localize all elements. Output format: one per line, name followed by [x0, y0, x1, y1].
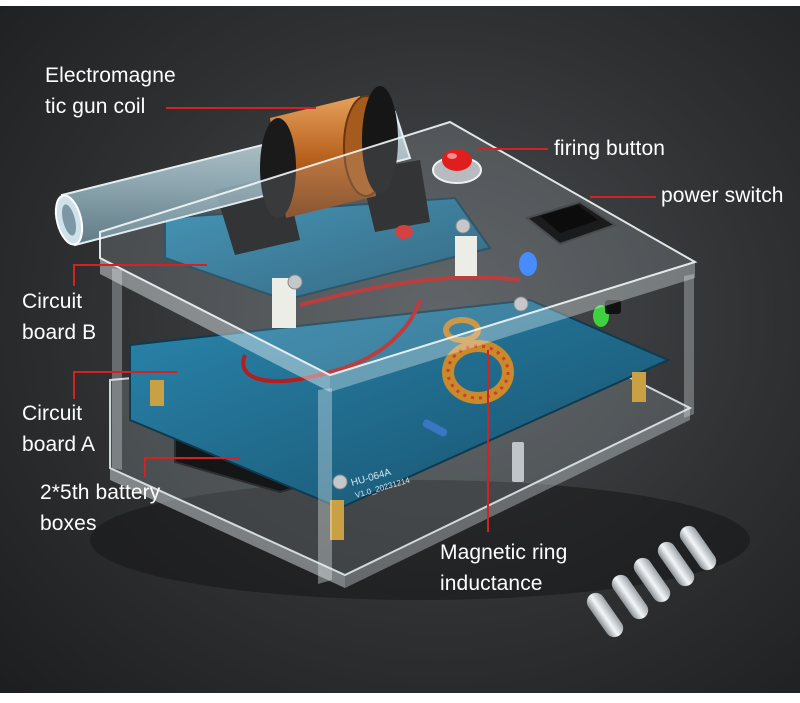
front-corner-post [318, 388, 332, 584]
circuit-board-a [129, 298, 671, 510]
battery-leader-line-h [144, 457, 240, 459]
board-b-leader-line-v [73, 264, 75, 286]
steel-projectiles [586, 525, 717, 638]
top-acrylic-plate [99, 120, 698, 377]
coil-label-line1: Electromagne [45, 64, 176, 87]
bottom-plate-edge-right [345, 408, 690, 588]
battery-leader-line-v [144, 457, 146, 477]
board-b-label-line1: Circuit [22, 290, 83, 313]
screw [332, 474, 348, 490]
resistor [422, 419, 448, 437]
board-a-label: Circuit board A [22, 398, 95, 460]
board-a-leader-line-h [73, 371, 177, 373]
inductance-label-line1: Magnetic ring [440, 541, 568, 564]
right-corner-post [684, 274, 694, 418]
power-switch-label: power switch [661, 180, 784, 211]
power-switch [524, 200, 618, 246]
left-corner-post [112, 268, 122, 470]
red-wire [299, 275, 521, 307]
base-shadow [90, 480, 750, 600]
board-b-leader-line-h [73, 264, 207, 266]
standoff [632, 372, 646, 402]
power-switch-leader-line [590, 196, 656, 198]
board-b-label: Circuit board B [22, 286, 96, 348]
board-b-spacer [455, 236, 477, 276]
board-a-leader-line-v [73, 371, 75, 399]
power-switch-label-text: power switch [661, 184, 784, 207]
top-plate-edge-right [330, 262, 695, 392]
battery-label-line2: boxes [40, 512, 97, 535]
inductance-label-line2: inductance [440, 572, 543, 595]
bottom-plate-edge-front [110, 468, 345, 588]
coil-label-line2: tic gun coil [45, 95, 146, 118]
slide-switch [512, 442, 524, 482]
red-wire [241, 299, 422, 384]
firing-button-leader-line [477, 148, 548, 150]
firing-button-label: firing button [554, 133, 665, 164]
inductance-leader-line [487, 350, 489, 532]
battery-label: 2*5th battery boxes [40, 477, 160, 539]
transistor [605, 300, 621, 314]
standoff [150, 380, 164, 406]
red-capacitor [395, 225, 413, 239]
blue-led [519, 252, 537, 276]
firing-button [432, 149, 482, 184]
screw [513, 296, 529, 312]
battery-label-line1: 2*5th battery [40, 481, 161, 504]
board-a-label-line2: board A [22, 433, 96, 456]
board-a-label-line1: Circuit [22, 402, 83, 425]
coil-label: Electromagne tic gun coil [45, 60, 176, 122]
screw [287, 274, 303, 290]
board-b-label-line2: board B [22, 321, 97, 344]
standoff [330, 500, 344, 540]
firing-button-label-text: firing button [554, 137, 666, 160]
coil-leader-line [166, 107, 316, 109]
top-plate-edge-front [100, 258, 330, 392]
inductance-label: Magnetic ring inductance [440, 537, 567, 599]
screw [455, 218, 471, 234]
electromagnetic-coil [260, 86, 398, 218]
